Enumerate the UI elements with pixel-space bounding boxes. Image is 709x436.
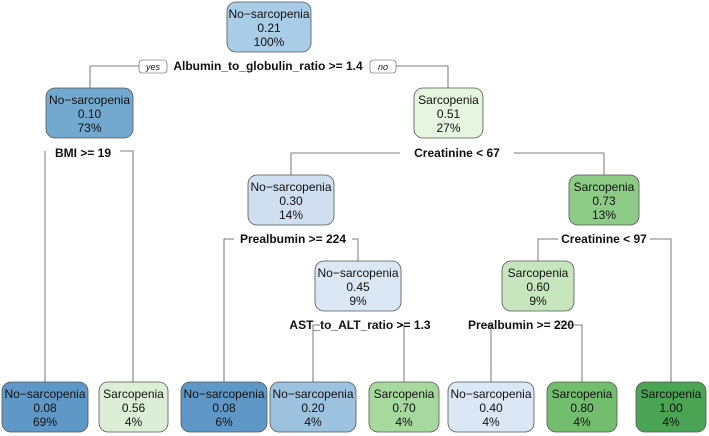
- node-percentage: 9%: [529, 294, 547, 308]
- node-probability: 0.45: [346, 280, 370, 294]
- node-class-label: Sarcopenia: [418, 93, 479, 107]
- node-class-label: No−sarcopenia: [450, 387, 531, 401]
- edge-n6-n13: [352, 238, 359, 261]
- node-percentage: 4%: [573, 415, 591, 429]
- node-probability: 0.73: [592, 194, 616, 208]
- tree-node: No−sarcopenia 0.20 4%: [269, 381, 357, 433]
- tree-node: Sarcopenia 0.60 9%: [501, 260, 575, 312]
- tree-node: Sarcopenia 0.51 27%: [413, 87, 484, 139]
- split-label-root: Albumin_to_globulin_ratio >= 1.4: [173, 59, 363, 73]
- tree-node: No−sarcopenia 0.45 9%: [314, 260, 402, 312]
- node-probability: 0.20: [301, 401, 325, 415]
- node-probability: 0.21: [257, 21, 281, 35]
- node-percentage: 27%: [436, 121, 460, 135]
- edge-n6-n12: [223, 238, 234, 382]
- node-class-label: Sarcopenia: [508, 266, 569, 280]
- node-probability: 0.08: [212, 401, 236, 415]
- node-class-label: No−sarcopenia: [272, 387, 353, 401]
- tree-edges: [44, 65, 672, 382]
- yes-tag-text: yes: [145, 62, 161, 72]
- tree-node: No−sarcopenia 0.30 14%: [247, 174, 335, 226]
- node-class-label: No−sarcopenia: [250, 180, 331, 194]
- split-label-n6: Prealbumin >= 224: [240, 232, 346, 246]
- edge-n3-n6: [290, 152, 400, 175]
- node-percentage: 4%: [482, 415, 500, 429]
- tree-node: Sarcopenia 0.70 4%: [368, 381, 440, 433]
- yes-tag: yes: [138, 59, 168, 74]
- split-label-n7: Creatinine < 97: [561, 232, 647, 246]
- split-label-n2: BMI >= 19: [55, 146, 111, 160]
- edge-n2-n5: [120, 150, 134, 382]
- node-percentage: 4%: [304, 415, 322, 429]
- node-probability: 0.56: [122, 401, 146, 415]
- tree-node: Sarcopenia 0.56 4%: [98, 381, 169, 433]
- node-probability: 0.70: [392, 401, 416, 415]
- edge-root-n3: [395, 65, 449, 88]
- edge-n13-n26: [312, 324, 320, 382]
- node-percentage: 69%: [33, 415, 57, 429]
- node-percentage: 4%: [125, 415, 143, 429]
- split-label-n14: Prealbumin >= 220: [468, 318, 574, 332]
- edge-n13-n27: [400, 324, 405, 382]
- tree-node: Sarcopenia 1.00 4%: [635, 381, 707, 433]
- node-probability: 0.80: [570, 401, 594, 415]
- node-percentage: 4%: [662, 415, 680, 429]
- edge-root-n2: [89, 65, 140, 88]
- edge-n14-n28: [483, 324, 492, 382]
- edge-n7-n14: [537, 238, 558, 261]
- node-probability: 0.08: [33, 401, 57, 415]
- node-class-label: Sarcopenia: [574, 180, 635, 194]
- tree-node: No−sarcopenia 0.10 73%: [45, 87, 134, 139]
- edge-n3-n7: [514, 152, 605, 175]
- edge-n14-n29: [560, 324, 583, 382]
- tree-node: Sarcopenia 0.80 4%: [546, 381, 618, 433]
- node-percentage: 14%: [279, 208, 303, 222]
- node-probability: 0.51: [437, 107, 461, 121]
- split-label-n3: Creatinine < 67: [414, 146, 500, 160]
- node-percentage: 9%: [349, 294, 367, 308]
- node-probability: 0.40: [479, 401, 503, 415]
- node-class-label: No−sarcopenia: [183, 387, 264, 401]
- node-class-label: No−sarcopenia: [228, 7, 309, 21]
- node-class-label: Sarcopenia: [641, 387, 702, 401]
- tree-node: No−sarcopenia 0.08 69%: [1, 381, 89, 433]
- tree-node: No−sarcopenia 0.21 100%: [226, 1, 312, 53]
- node-percentage: 6%: [215, 415, 233, 429]
- tree-node: Sarcopenia 0.73 13%: [568, 174, 640, 226]
- tree-node: No−sarcopenia 0.40 4%: [447, 381, 535, 433]
- tree-node: No−sarcopenia 0.08 6%: [180, 381, 268, 433]
- node-probability: 0.10: [78, 107, 102, 121]
- node-probability: 0.60: [526, 280, 550, 294]
- no-tag-text: no: [378, 62, 388, 72]
- split-label-n13: AST_to_ALT_ratio >= 1.3: [289, 318, 430, 332]
- node-class-label: Sarcopenia: [552, 387, 613, 401]
- node-percentage: 100%: [254, 35, 285, 49]
- node-probability: 0.30: [279, 194, 303, 208]
- node-class-label: Sarcopenia: [374, 387, 435, 401]
- node-percentage: 73%: [77, 121, 101, 135]
- no-tag: no: [369, 59, 397, 74]
- node-probability: 1.00: [659, 401, 683, 415]
- node-class-label: Sarcopenia: [103, 387, 164, 401]
- node-class-label: No−sarcopenia: [4, 387, 85, 401]
- node-percentage: 13%: [592, 208, 616, 222]
- edge-n7-n15: [650, 238, 672, 382]
- node-percentage: 4%: [395, 415, 413, 429]
- node-class-label: No−sarcopenia: [49, 93, 130, 107]
- node-class-label: No−sarcopenia: [317, 266, 398, 280]
